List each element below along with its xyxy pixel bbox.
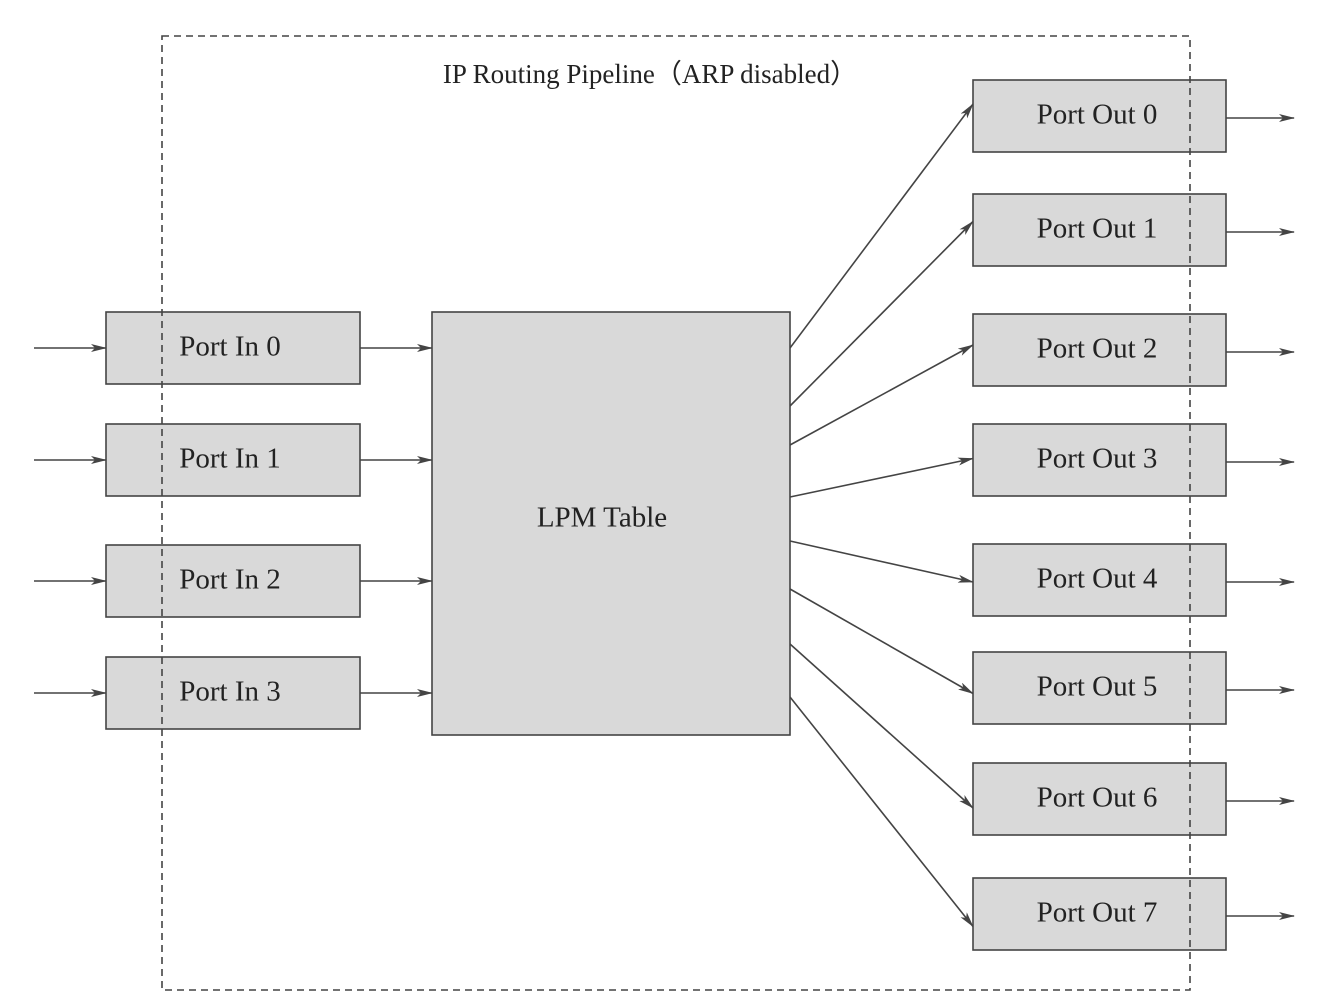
input-port-box [105, 544, 361, 618]
output-port-label: Port Out 1 [1037, 213, 1158, 245]
output-port-box [972, 543, 1227, 617]
input-port: Port In 3 [105, 656, 361, 730]
table-to-output-arrow [789, 588, 974, 695]
lpm-table: LPM Table [431, 311, 791, 736]
pipeline-title: IP Routing Pipeline（ARP disabled） [443, 59, 857, 89]
table-to-output-arrow [789, 696, 974, 928]
output-port-label: Port Out 4 [1037, 563, 1158, 595]
output-port-label: Port Out 6 [1037, 782, 1158, 814]
input-port: Port In 0 [105, 311, 361, 385]
output-port: Port Out 3 [972, 423, 1227, 497]
input-port: Port In 1 [105, 423, 361, 497]
output-port: Port Out 0 [972, 79, 1227, 153]
output-port-box [972, 423, 1227, 497]
input-port-box [105, 311, 361, 385]
output-port: Port Out 7 [972, 877, 1227, 951]
input-port: Port In 2 [105, 544, 361, 618]
output-port-label: Port Out 7 [1037, 897, 1158, 929]
lpm-table-box [431, 311, 791, 736]
input-port-label: Port In 0 [179, 331, 281, 363]
lpm-table-label: LPM Table [537, 502, 667, 534]
input-port-label: Port In 1 [179, 443, 281, 475]
output-port-box [972, 313, 1227, 387]
output-port-label: Port Out 5 [1037, 671, 1158, 703]
output-port-label: Port Out 2 [1037, 333, 1158, 365]
output-port-box [972, 651, 1227, 725]
output-port-label: Port Out 0 [1037, 99, 1158, 131]
output-port-box [972, 762, 1227, 836]
pipeline-boundary [161, 35, 1191, 991]
input-port-box [105, 423, 361, 497]
output-port: Port Out 2 [972, 313, 1227, 387]
input-port-label: Port In 3 [179, 676, 281, 708]
output-ports: Port Out 0 Port Out 1 Port Out 2 Port Out 3… [972, 79, 1227, 951]
output-port: Port Out 1 [972, 193, 1227, 267]
table-to-output-arrow [789, 103, 974, 349]
table-to-output-arrow [789, 643, 974, 809]
output-port: Port Out 4 [972, 543, 1227, 617]
table-to-output-arrow [789, 220, 974, 407]
output-port: Port Out 5 [972, 651, 1227, 725]
output-port: Port Out 6 [972, 762, 1227, 836]
table-to-output-arrow [789, 344, 974, 446]
input-port-label: Port In 2 [179, 564, 281, 596]
input-port-box [105, 656, 361, 730]
output-port-box [972, 193, 1227, 267]
output-port-box [972, 79, 1227, 153]
input-ports: Port In 0 Port In 1 Port In 2 Port In 3 [105, 311, 361, 730]
output-port-box [972, 877, 1227, 951]
table-to-output-arrow [789, 457, 974, 498]
connectors [34, 103, 1295, 928]
output-port-label: Port Out 3 [1037, 443, 1158, 475]
table-to-output-arrow [789, 540, 974, 583]
